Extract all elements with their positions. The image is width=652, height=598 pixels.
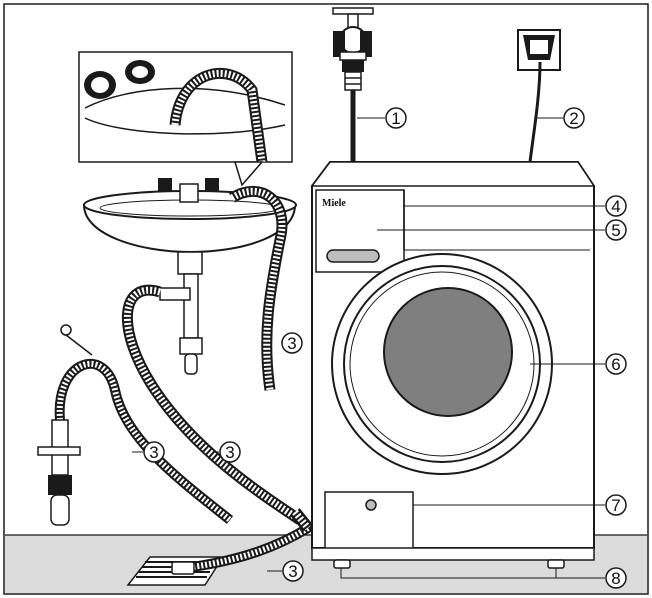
floor-drain-hose — [171, 523, 313, 575]
svg-text:3: 3 — [225, 443, 234, 462]
power-cord — [528, 61, 542, 163]
drain-hose-end — [290, 508, 313, 532]
callout-2: 2 — [563, 107, 585, 129]
machine-top-panel — [310, 161, 596, 187]
callout-5: 5 — [605, 219, 627, 241]
brand-logo: Miele — [322, 198, 346, 209]
svg-text:1: 1 — [391, 109, 400, 128]
svg-text:4: 4 — [611, 197, 620, 216]
door-glass — [383, 287, 513, 417]
svg-text:3: 3 — [149, 443, 158, 462]
callout-1: 1 — [385, 107, 407, 129]
callout-4: 4 — [605, 195, 627, 217]
callout-3-sink-hook: 3 — [281, 332, 303, 354]
drain-hose-siphon — [121, 284, 304, 525]
svg-text:8: 8 — [611, 569, 620, 588]
callout-6: 6 — [605, 353, 627, 375]
foot-right — [547, 559, 565, 569]
water-tap-icon — [332, 7, 374, 91]
service-panel-knob — [365, 499, 377, 511]
callout-8: 8 — [605, 567, 627, 589]
svg-text:7: 7 — [611, 496, 620, 515]
callout-3-siphon: 3 — [219, 441, 241, 463]
inset-pointer — [233, 161, 264, 187]
standpipe — [37, 324, 234, 526]
drain-hose-sink-hook — [229, 185, 288, 391]
svg-text:3: 3 — [288, 562, 297, 581]
foot-left — [333, 559, 351, 569]
svg-text:2: 2 — [569, 109, 578, 128]
callout-7: 7 — [605, 494, 627, 516]
callout-3-standpipe: 3 — [143, 441, 165, 463]
drawer-handle — [326, 249, 380, 263]
callout-3-floor-drain: 3 — [282, 560, 304, 582]
washing-machine: Miele — [310, 161, 596, 569]
svg-text:5: 5 — [611, 221, 620, 240]
sink-detail-inset — [78, 51, 293, 163]
svg-text:3: 3 — [287, 334, 296, 353]
leader-lines — [132, 117, 605, 579]
svg-text:6: 6 — [611, 355, 620, 374]
sink — [82, 178, 297, 375]
